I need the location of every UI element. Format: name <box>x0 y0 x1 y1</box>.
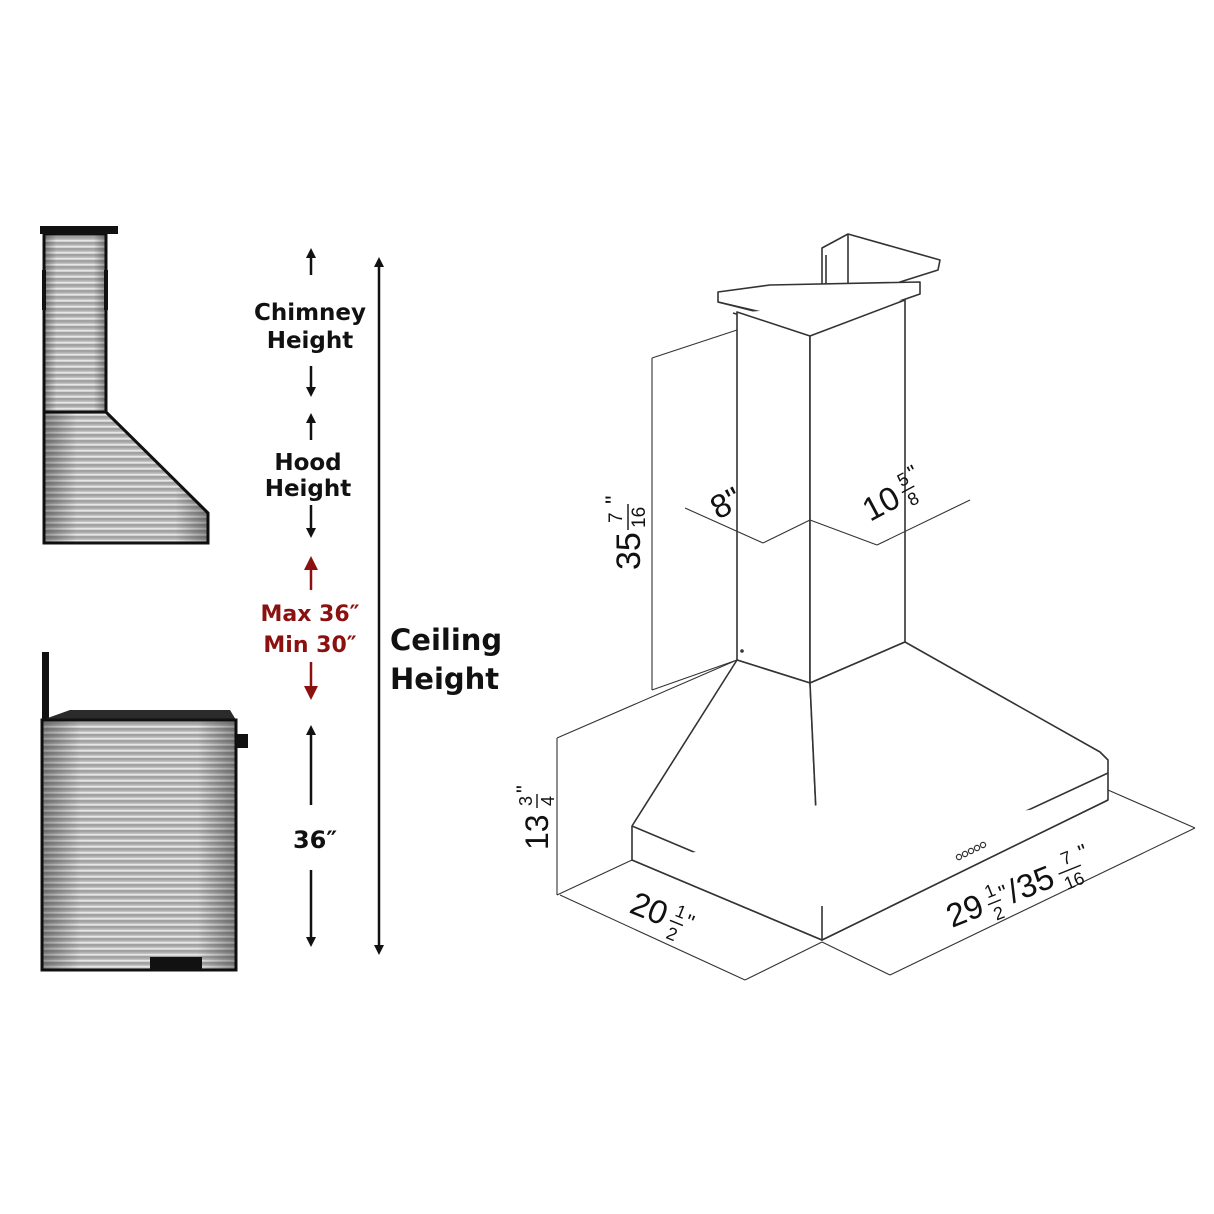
side-view-hood <box>40 226 210 545</box>
dim-chimney-height: 35 7 16 " <box>601 495 650 570</box>
dim-hood-height-whole: 13 <box>519 814 555 850</box>
iso-hood <box>631 233 1109 941</box>
side-view-range <box>40 652 248 972</box>
clearance-max-label: Max 36″ <box>260 602 359 627</box>
dim-chimney-height-whole: 35 <box>610 532 648 570</box>
dim-hood-height: 13 3 4 " <box>512 785 558 850</box>
dim-duct-depth-den: 8 <box>904 488 922 510</box>
chimney-height-label-1: Chimney <box>254 300 366 326</box>
dim-chimney-height-unit: " <box>601 495 628 504</box>
dim-hood-width-max-unit: " <box>1075 839 1092 865</box>
dim-hood-depth: 20 1 2 " <box>625 884 697 945</box>
dimension-lines <box>556 329 1196 981</box>
ceiling-height-label-2: Height <box>390 662 499 696</box>
height-arrows <box>306 248 384 955</box>
counter-height-label: 36″ <box>293 826 337 854</box>
ceiling-height-label-1: Ceiling <box>390 623 502 657</box>
clearance-arrows <box>304 556 318 700</box>
dim-hood-width-min-whole: 29 <box>941 886 989 934</box>
chimney-height-label-2: Height <box>267 328 354 354</box>
dim-chimney-height-num: 7 <box>606 512 627 523</box>
dim-hood-depth-den: 2 <box>664 923 681 945</box>
dim-hood-height-num: 3 <box>516 796 536 806</box>
dim-hood-height-den: 4 <box>538 796 558 806</box>
hood-height-label-1: Hood <box>274 450 341 476</box>
dim-hood-depth-whole: 20 <box>625 884 673 932</box>
control-buttons <box>955 841 987 861</box>
clearance-min-label: Min 30″ <box>263 633 356 658</box>
dim-hood-height-unit: " <box>512 785 537 793</box>
dim-hood-width-max-num: 7 <box>1058 847 1075 869</box>
dim-chimney-height-den: 16 <box>629 507 650 528</box>
hood-height-label-2: Height <box>265 476 352 502</box>
